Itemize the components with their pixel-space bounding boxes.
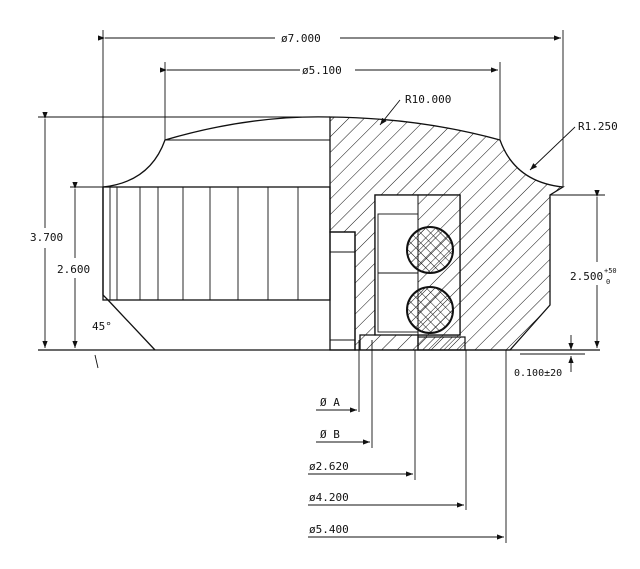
- dim-groove-tol-upper: +50: [604, 267, 617, 275]
- callout-diameter-2620: ø2.620: [309, 460, 349, 473]
- dim-corner-radius: R1.250: [578, 120, 618, 133]
- callout-diameter-a: Ø A: [320, 396, 340, 409]
- dim-groove-tol-lower: 0: [606, 278, 610, 286]
- o-ring-lower: [406, 286, 454, 334]
- dim-outer-diameter: ø7.000: [281, 32, 321, 45]
- backup-ring: [417, 336, 466, 351]
- body-outline: [102, 116, 331, 351]
- dim-bore-height: 2.600: [57, 263, 90, 276]
- dim-overall-height: 3.700: [30, 231, 63, 244]
- o-ring-upper: [406, 226, 454, 274]
- dim-gap: 0.100±20: [514, 368, 562, 379]
- callout-diameter-5400: ø5.400: [309, 523, 349, 536]
- dimension-lines: [38, 30, 605, 543]
- dim-groove-height: 2.500: [570, 270, 603, 283]
- dim-chamfer-angle: 45°: [92, 320, 112, 333]
- callout-diameter-4200: ø4.200: [309, 491, 349, 504]
- dim-large-radius: R10.000: [405, 93, 451, 106]
- dim-inner-diameter: ø5.100: [302, 64, 342, 77]
- callout-diameter-b: Ø B: [320, 428, 340, 441]
